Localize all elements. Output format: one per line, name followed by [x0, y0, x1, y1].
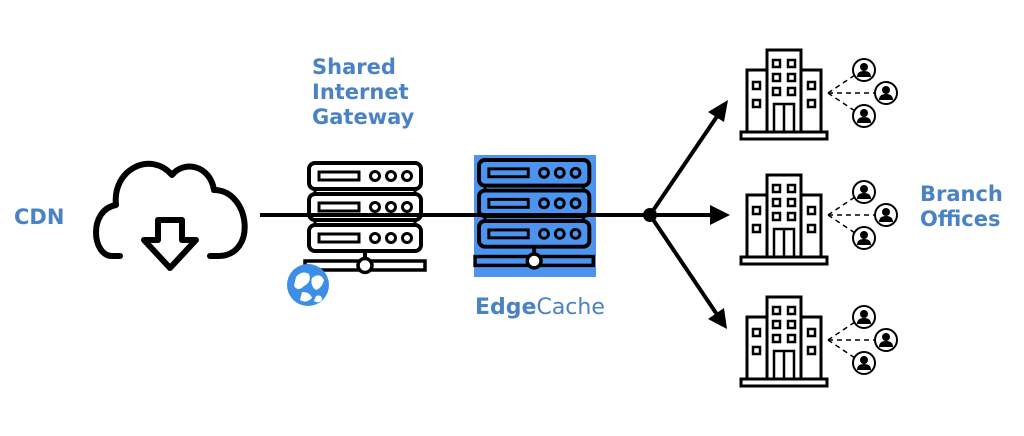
- cdn-label: CDN: [14, 205, 64, 230]
- branch-label-line2: Offices: [920, 207, 1001, 231]
- edgecache-label: EdgeCache: [475, 295, 605, 320]
- office-building-icon: [739, 295, 829, 388]
- user-icon: [852, 104, 876, 128]
- user-icon: [852, 58, 876, 82]
- branch-users-1: [827, 58, 898, 128]
- globe-icon: [287, 264, 329, 306]
- cdn-label-text: CDN: [14, 205, 65, 229]
- branch-arrows: [643, 100, 730, 329]
- user-icon: [852, 226, 876, 250]
- arrow-head-up: [708, 100, 728, 122]
- user-icon: [852, 351, 876, 375]
- user-icon: [852, 305, 876, 329]
- gateway-label-line1: Shared: [312, 55, 396, 79]
- branch-label-line1: Branch: [920, 182, 1003, 206]
- edgecache-label-bold: Edge: [475, 295, 537, 320]
- gateway-label-line3: Gateway: [312, 105, 415, 129]
- office-building-icon: [739, 48, 829, 141]
- branch-users-3: [827, 305, 898, 375]
- user-icon: [852, 180, 876, 204]
- user-icon: [874, 328, 898, 352]
- cloud-download-icon: [93, 160, 248, 271]
- user-icon: [874, 203, 898, 227]
- arrow-head-down: [708, 308, 727, 329]
- branch-users-2: [827, 180, 898, 250]
- branch-offices-label: Branch Offices: [920, 182, 1003, 232]
- arrow-head-right: [710, 205, 730, 225]
- gateway-label: Shared Internet Gateway: [312, 55, 414, 130]
- edgecache-label-regular: Cache: [536, 295, 605, 320]
- user-icon: [874, 81, 898, 105]
- gateway-label-line2: Internet: [312, 80, 409, 104]
- office-building-icon: [739, 173, 829, 266]
- gateway-server-icon: [303, 161, 427, 275]
